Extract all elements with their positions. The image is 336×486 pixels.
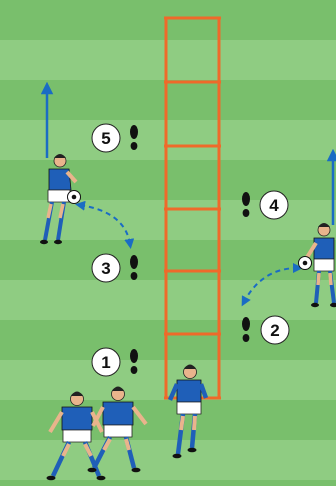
- player-shorts: [313, 258, 335, 272]
- marker-4: 4: [242, 190, 289, 220]
- footprint-icon: [130, 349, 138, 374]
- player-passer-left: [40, 154, 81, 245]
- player-boot: [87, 467, 97, 473]
- player-shorts: [47, 189, 71, 203]
- marker-number-circle: [91, 123, 121, 153]
- marker-1: 1: [91, 347, 138, 377]
- player-leg-skin: [102, 438, 112, 451]
- player-jersey: [48, 168, 72, 191]
- player-jersey: [61, 406, 93, 431]
- player-boot: [330, 302, 336, 308]
- player-jersey: [102, 401, 134, 426]
- player-boot: [46, 475, 56, 481]
- player-boot: [311, 302, 319, 308]
- player-hair: [318, 223, 330, 227]
- grass-stripe: [0, 120, 336, 160]
- player-jersey: [313, 237, 335, 260]
- player-leg-skin: [316, 272, 321, 286]
- player-hair: [112, 386, 124, 391]
- player-arm: [198, 383, 209, 399]
- player-leg-skin: [328, 272, 333, 286]
- footprint-icon: [130, 125, 138, 150]
- player-boot: [96, 475, 106, 481]
- marker-number: 5: [101, 129, 110, 148]
- marker-number: 1: [101, 353, 110, 372]
- marker-number-circle: [91, 253, 121, 283]
- grass-stripe: [0, 360, 336, 400]
- soccer-ball-icon: [67, 190, 81, 204]
- footprint-icon: [130, 255, 138, 280]
- player-leg-skin: [179, 415, 185, 431]
- soccer-ball-icon: [298, 256, 312, 270]
- grass-stripe: [0, 280, 336, 320]
- player-waiting-1: [46, 391, 106, 481]
- marker-number: 2: [270, 321, 279, 340]
- grass-stripe: [0, 480, 336, 486]
- player-runner: [167, 364, 209, 459]
- grass-stripe: [0, 40, 336, 80]
- marker-3: 3: [91, 253, 138, 283]
- player-arm: [167, 383, 180, 401]
- player-hair: [54, 154, 66, 158]
- grass-stripe: [0, 240, 336, 280]
- player-arm: [48, 410, 64, 434]
- player-arm: [65, 170, 78, 184]
- grass-stripe: [0, 440, 336, 480]
- player-jersey: [176, 379, 202, 403]
- player-leg-skin: [46, 203, 53, 219]
- footprint-icon: [242, 317, 250, 342]
- player-arm: [91, 406, 105, 427]
- player-shorts: [176, 401, 202, 415]
- player-leg-skin: [83, 443, 93, 457]
- player-passer-right: [298, 223, 336, 308]
- player-boot: [40, 239, 48, 245]
- player-shorts: [62, 429, 92, 443]
- marker-number: 3: [101, 259, 110, 278]
- player-leg-skin: [124, 438, 131, 451]
- marker-number-circle: [260, 315, 290, 345]
- marker-2: 2: [242, 315, 290, 345]
- grass-stripe: [0, 80, 336, 120]
- marker-number-circle: [91, 347, 121, 377]
- marker-number-circle: [259, 190, 289, 220]
- grass-stripe: [0, 0, 336, 40]
- footprint-icon: [242, 192, 250, 217]
- player-waiting-2: [87, 386, 148, 473]
- player-boot: [187, 447, 197, 453]
- player-boot: [54, 239, 62, 245]
- player-leg-skin: [58, 203, 65, 219]
- player-boot: [172, 453, 182, 459]
- player-leg-skin: [192, 415, 197, 431]
- player-shorts: [103, 424, 133, 438]
- grass-stripe: [0, 400, 336, 440]
- player-boot: [131, 467, 141, 473]
- pass-arrow-left: [75, 200, 135, 249]
- marker-number: 4: [269, 196, 279, 215]
- player-leg-skin: [61, 443, 71, 457]
- player-hair: [71, 391, 83, 396]
- marker-5: 5: [91, 123, 138, 153]
- player-hair: [184, 364, 196, 369]
- player-arm: [131, 405, 148, 426]
